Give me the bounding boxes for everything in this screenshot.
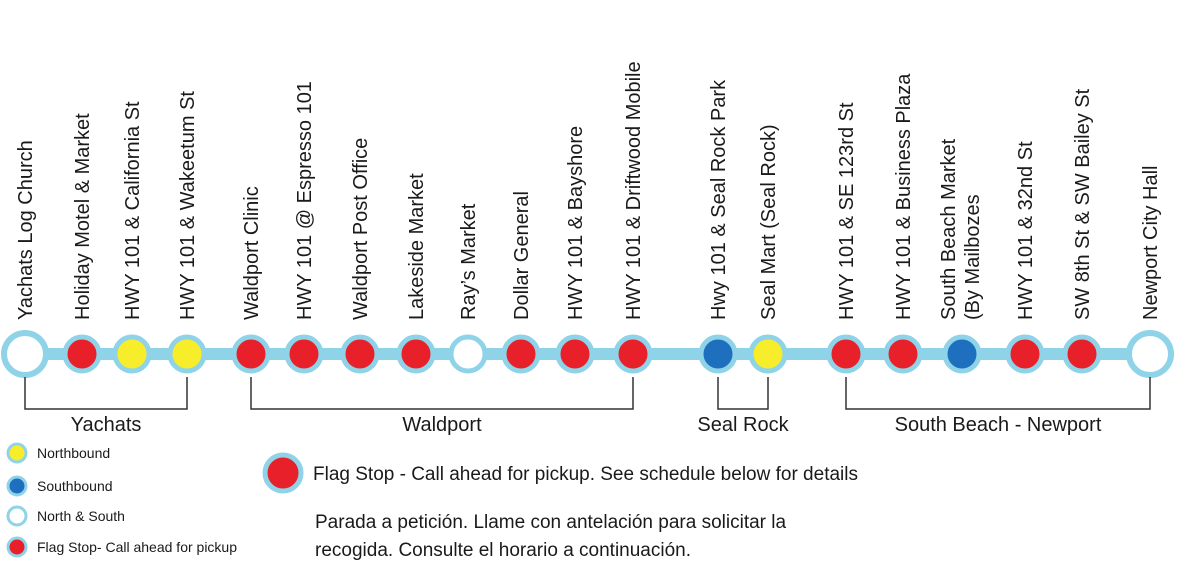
stop-label-text: Newport City Hall — [1140, 166, 1162, 320]
stop-label: Seal Mart (Seal Rock) — [758, 124, 780, 320]
stop-marker-flag — [396, 334, 436, 374]
stop-label-text: Holiday Motel & Market — [72, 113, 94, 320]
stop-label-text: SW 8th St & SW Bailey St — [1072, 88, 1094, 320]
stop-label-line-1: South Beach Market — [938, 138, 960, 320]
stop-label: Lakeside Market — [406, 173, 428, 320]
stop-marker-flag — [62, 334, 102, 374]
stop-label-text: Seal Mart (Seal Rock) — [758, 124, 780, 320]
legend-item-northbound: Northbound — [6, 442, 110, 464]
stop-label-text: HWY 101 @ Espresso 101 — [294, 81, 316, 320]
stop-marker-northbound — [748, 334, 788, 374]
stop-marker-both — [448, 334, 488, 374]
stop-label: HWY 101 & SE 123rd St — [836, 102, 858, 320]
stop-label: Dollar General — [511, 191, 533, 320]
stop-label: Yachats Log Church — [15, 140, 37, 320]
stop-label: Newport City Hall — [1140, 166, 1162, 320]
stop-label: Hwy 101 & Seal Rock Park — [708, 79, 730, 320]
stop-label: HWY 101 & Driftwood Mobile — [623, 61, 645, 320]
stop-label-text: HWY 101 & Business Plaza — [893, 73, 915, 320]
stop-marker-both — [1126, 330, 1174, 378]
spanish-note: Parada a petición. Llame con antelación … — [315, 512, 786, 561]
legend-label: Northbound — [37, 445, 110, 461]
stop-label: Waldport Clinic — [241, 186, 263, 320]
stop-label-text: HWY 101 & SE 123rd St — [836, 102, 858, 320]
flag-stop-note: Flag Stop - Call ahead for pickup. See s… — [262, 452, 858, 494]
stop-label-line-2: (By Mailbozes — [962, 194, 984, 320]
stop-marker-flag — [883, 334, 923, 374]
region-bracket-line — [24, 377, 188, 410]
spanish-note-line-1: Parada a petición. Llame con antelación … — [315, 512, 786, 533]
stop-marker-flag — [1062, 334, 1102, 374]
stop-label-text: HWY 101 & Driftwood Mobile — [623, 61, 645, 320]
stop-marker-flag — [826, 334, 866, 374]
region-bracket: Seal Rock — [697, 377, 790, 436]
legend-marker — [6, 505, 28, 527]
region-bracket: Waldport — [250, 377, 634, 436]
stop-marker-northbound — [112, 334, 152, 374]
region-label: Waldport — [402, 414, 482, 436]
stop-label: South Beach Market(By Mailbozes — [938, 138, 984, 320]
stop-marker-southbound — [698, 334, 738, 374]
stop-label-text: Waldport Clinic — [241, 186, 263, 320]
region-bracket: South Beach - Newport — [845, 377, 1151, 436]
legend-item-both: North & South — [6, 505, 125, 527]
stop-marker-northbound — [167, 334, 207, 374]
legend-label: Southbound — [37, 478, 113, 494]
stop-label: Holiday Motel & Market — [72, 113, 94, 320]
stop-marker-southbound — [942, 334, 982, 374]
stop-label-text: Yachats Log Church — [15, 140, 37, 320]
stop-marker-both — [1, 330, 49, 378]
flag-stop-note-icon — [262, 452, 304, 494]
stop-label: SW 8th St & SW Bailey St — [1072, 88, 1094, 320]
stop-labels-layer: Yachats Log Church Holiday Motel & Market… — [15, 61, 1162, 320]
region-bracket-line — [845, 377, 1151, 410]
legend-marker — [6, 536, 28, 558]
stop-marker-flag — [340, 334, 380, 374]
stop-label: HWY 101 & Bayshore — [565, 126, 587, 320]
stop-label-text: HWY 101 & Wakeetum St — [177, 91, 199, 320]
region-brackets-layer: Yachats Waldport Seal Rock South Beach - Ne… — [24, 377, 1151, 436]
legend-marker — [6, 442, 28, 464]
stop-marker-flag — [284, 334, 324, 374]
legend-marker — [6, 475, 28, 497]
region-bracket: Yachats — [24, 377, 188, 436]
flag-stop-note-text: Flag Stop - Call ahead for pickup. See s… — [313, 464, 858, 485]
stop-marker-flag — [1005, 334, 1045, 374]
region-label: Seal Rock — [697, 414, 789, 436]
region-label: South Beach - Newport — [895, 414, 1102, 436]
legend-label: Flag Stop- Call ahead for pickup — [37, 539, 237, 555]
region-bracket-line — [717, 377, 769, 410]
stop-marker-flag — [501, 334, 541, 374]
stop-label: Ray’s Market — [458, 203, 480, 320]
stop-marker-flag — [231, 334, 271, 374]
stop-label-text: Waldport Post Office — [350, 138, 372, 320]
stop-label-text: HWY 101 & 32nd St — [1015, 141, 1037, 320]
stop-label: HWY 101 & Wakeetum St — [177, 91, 199, 320]
stop-label-text: Ray’s Market — [458, 203, 480, 320]
stop-label: HWY 101 & Business Plaza — [893, 73, 915, 320]
stop-label-text: HWY 101 & Bayshore — [565, 126, 587, 320]
stop-label: HWY 101 @ Espresso 101 — [294, 81, 316, 320]
stop-label-text: HWY 101 & California St — [122, 101, 144, 320]
stop-label-text: Dollar General — [511, 191, 533, 320]
legend-item-flag: Flag Stop- Call ahead for pickup — [6, 536, 237, 558]
spanish-note-line-2: recogida. Consulte el horario a continua… — [315, 540, 691, 561]
legend-label: North & South — [37, 508, 125, 524]
stop-marker-flag — [555, 334, 595, 374]
stop-label: HWY 101 & 32nd St — [1015, 141, 1037, 320]
region-label: Yachats — [71, 414, 142, 436]
region-bracket-line — [250, 377, 634, 410]
legend-item-southbound: Southbound — [6, 475, 113, 497]
stop-label-text: Lakeside Market — [406, 173, 428, 320]
stops-layer — [1, 330, 1174, 378]
stop-label: HWY 101 & California St — [122, 101, 144, 320]
stop-marker-flag — [613, 334, 653, 374]
stop-label: Waldport Post Office — [350, 138, 372, 320]
stop-label-text: Hwy 101 & Seal Rock Park — [708, 79, 730, 320]
